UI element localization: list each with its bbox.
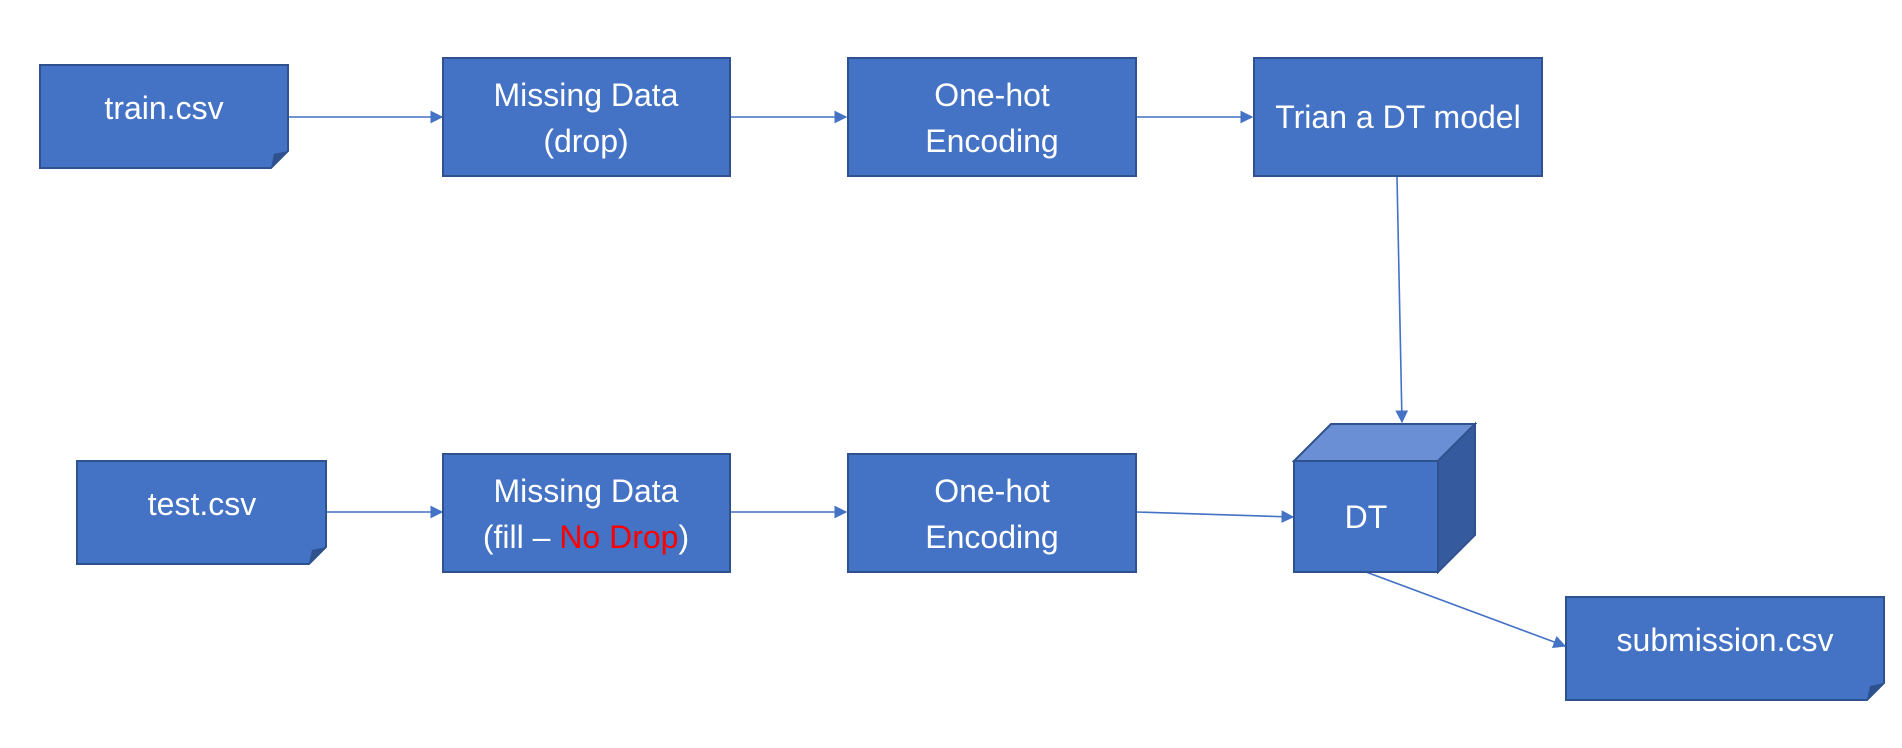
dt-cube-front: [1293, 460, 1439, 573]
edge-train-model-to-dt: [1395, 176, 1409, 424]
submission-csv-node: submission.csv: [1565, 596, 1885, 701]
onehot-encoding-top-node: One-hot Encoding: [847, 57, 1137, 177]
train-csv-label: train.csv: [104, 90, 223, 126]
onehot-bottom-line1: One-hot: [934, 473, 1050, 509]
dt-cube-node: DT: [1291, 421, 1478, 575]
missing-data-drop-node: Missing Data (drop): [442, 57, 731, 177]
onehot-bottom-line2: Encoding: [925, 519, 1058, 555]
missing-fill-prefix: (fill –: [483, 519, 559, 555]
test-csv-label: test.csv: [148, 486, 256, 522]
missing-data-fill-line1: Missing Data: [494, 473, 679, 509]
edge-dt-to-submission: [1365, 571, 1567, 648]
train-dt-model-node: Trian a DT model: [1253, 57, 1543, 177]
submission-csv-label: submission.csv: [1617, 622, 1834, 658]
onehot-encoding-bottom-node: One-hot Encoding: [847, 453, 1137, 573]
train-csv-node: train.csv: [39, 64, 289, 169]
no-drop-highlight: No Drop: [559, 519, 678, 555]
onehot-top-line1: One-hot: [934, 77, 1050, 113]
missing-data-drop-line2: (drop): [543, 123, 628, 159]
dt-label: DT: [1345, 499, 1388, 535]
onehot-top-line2: Encoding: [925, 123, 1058, 159]
missing-fill-suffix: ): [678, 519, 689, 555]
missing-data-fill-line2: (fill – No Drop): [483, 519, 689, 555]
train-dt-model-label: Trian a DT model: [1275, 99, 1520, 135]
test-csv-node: test.csv: [76, 460, 327, 565]
missing-data-fill-node: Missing Data (fill – No Drop): [442, 453, 731, 573]
missing-data-drop-line1: Missing Data: [494, 77, 679, 113]
edge-onehot-to-dt: [1135, 510, 1295, 524]
